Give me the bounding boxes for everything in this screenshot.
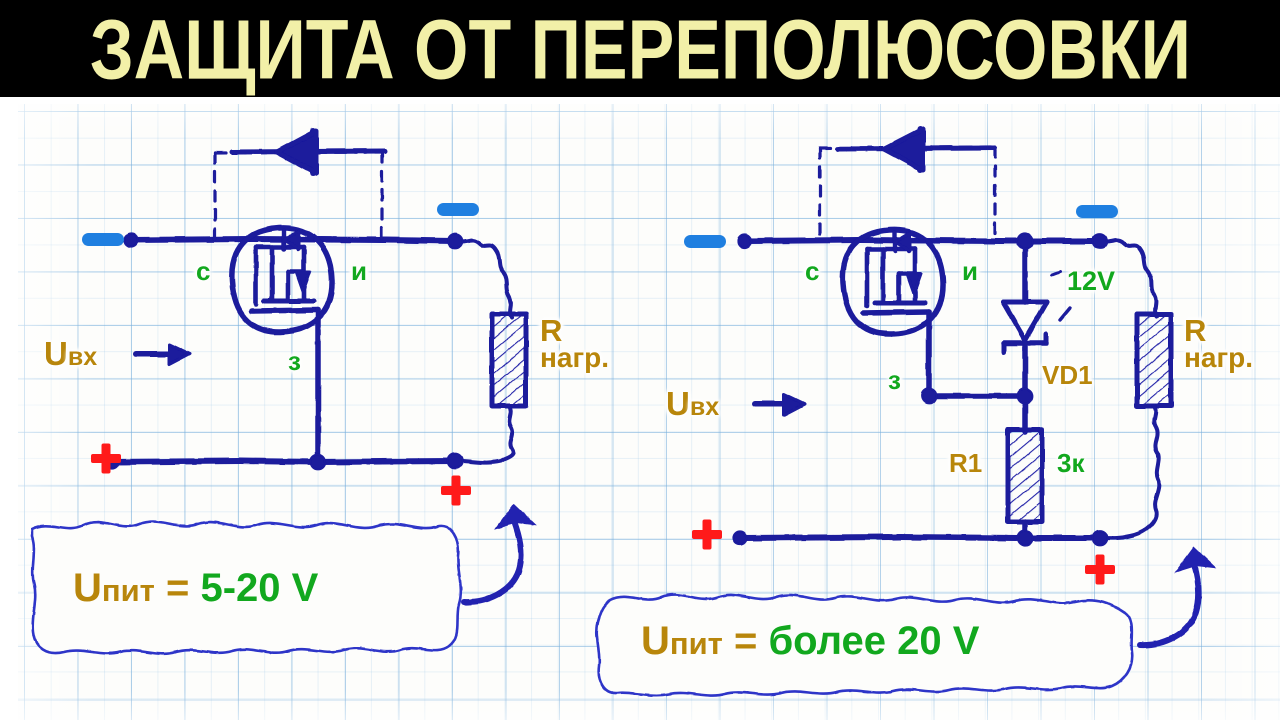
left-mosfet-gate-label: з	[288, 346, 301, 376]
left-load-label: R нагр.	[540, 313, 610, 374]
right-mosfet-source-label: и	[962, 256, 978, 286]
left-input-voltage-sub: вх	[67, 343, 98, 371]
callout-left-sub: пит	[101, 573, 155, 608]
right-load-label-sub: нагр.	[1184, 342, 1254, 374]
right-mosfet-gate-label: з	[888, 365, 901, 395]
page-title: ЗАЩИТА ОТ ПЕРЕПОЛЮСОВКИ	[89, 1, 1191, 96]
left-load-label-r: R	[540, 313, 563, 348]
left-input-voltage-u: U	[44, 335, 68, 372]
callout-right-eq: =	[722, 619, 769, 663]
left-load-label-sub: нагр.	[540, 342, 610, 374]
right-input-voltage-u: U	[666, 385, 690, 422]
title-bar: ЗАЩИТА ОТ ПЕРЕПОЛЮСОВКИ	[0, 0, 1280, 97]
callout-right-sub: пит	[669, 626, 723, 661]
left-mosfet-source-label: и	[351, 256, 367, 286]
right-input-voltage-label: Uвх	[666, 387, 719, 420]
zener-ref-label: VD1	[1042, 360, 1093, 390]
right-load-label-r: R	[1184, 313, 1207, 348]
left-mosfet-drain-label: с	[196, 256, 211, 286]
callout-right-u: U	[641, 619, 670, 663]
left-input-voltage-label: Uвх	[44, 337, 97, 370]
resistor-value-label: 3к	[1057, 448, 1085, 478]
callout-left-eq: =	[154, 566, 201, 610]
right-mosfet-drain-label: с	[805, 256, 820, 286]
callout-left-value: 5-20 V	[200, 566, 319, 610]
callout-right-text: Uпит = более 20 V	[641, 621, 979, 661]
resistor-ref-label: R1	[949, 448, 983, 478]
graph-paper-background	[18, 104, 1280, 720]
callout-left-text: Uпит = 5-20 V	[73, 568, 318, 608]
zener-voltage-label: 12V	[1067, 266, 1116, 296]
right-input-voltage-sub: вх	[689, 393, 720, 421]
callout-left-u: U	[73, 566, 102, 610]
callout-right-value: более 20 V	[768, 619, 980, 663]
right-load-label: R нагр.	[1184, 313, 1254, 374]
